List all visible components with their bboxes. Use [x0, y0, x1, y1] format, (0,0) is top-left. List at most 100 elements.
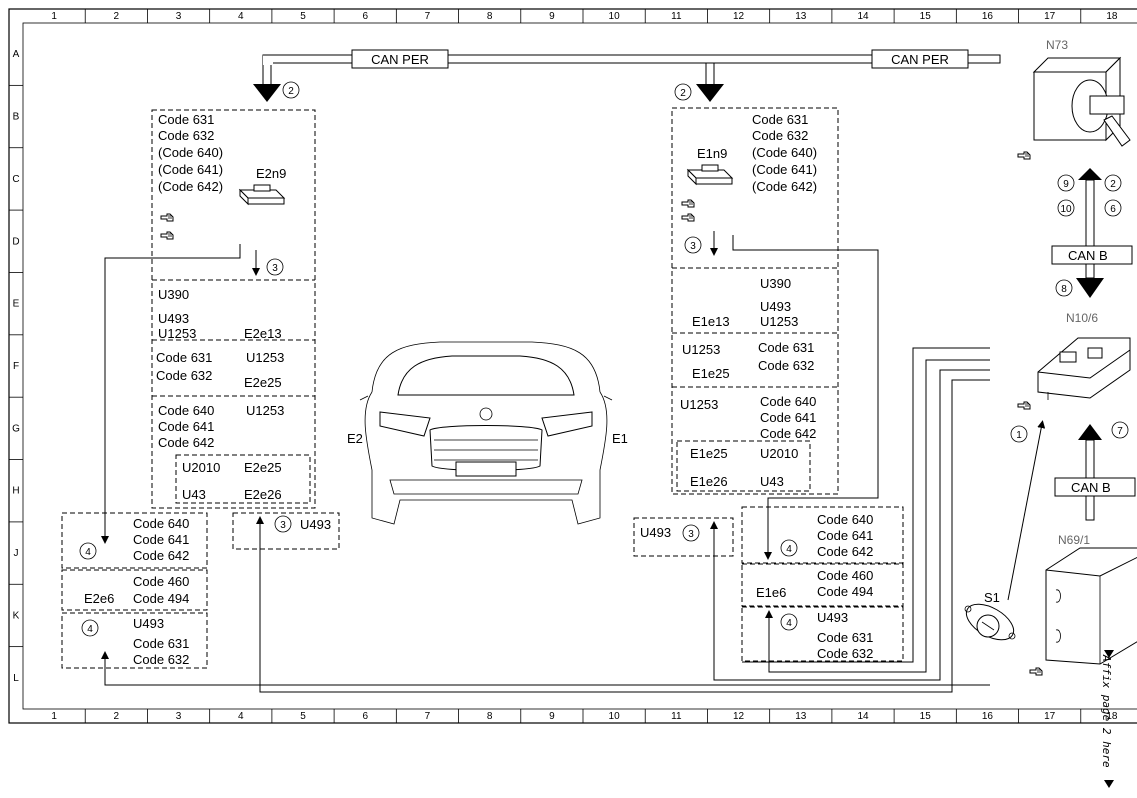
variant-u1253: U1253 — [682, 342, 720, 357]
code-631: Code 631 — [158, 112, 214, 127]
grid-row-label: A — [13, 49, 20, 60]
grid-col-label-top: 15 — [920, 11, 932, 22]
callout-3: 3 — [280, 520, 286, 531]
grid-row-label: C — [12, 174, 19, 185]
grid-col-label-bottom: 5 — [300, 711, 306, 722]
pointing-hand-icon — [1017, 401, 1031, 410]
control-unit-icon — [686, 164, 734, 186]
grid-row-label: L — [13, 673, 19, 684]
can-b-bus-lower: CAN B — [1054, 424, 1136, 521]
grid-row-label: D — [12, 236, 19, 247]
car-front-icon — [359, 341, 613, 525]
arrow-down-icon — [1104, 650, 1114, 658]
can-per-label-right: CAN PER — [891, 52, 949, 67]
grid-col-label-top: 4 — [238, 11, 244, 22]
left-headlamp-group: Code 631 Code 632 (Code 640) (Code 641) … — [151, 109, 316, 509]
code-641: Code 641 — [133, 532, 189, 547]
e1e26-label: E1e26 — [690, 474, 728, 489]
variant-u390: U390 — [760, 276, 791, 291]
n69-1-label: N69/1 — [1058, 533, 1090, 547]
n73-label: N73 — [1046, 38, 1068, 52]
n73-ignition-switch: N73 — [1017, 38, 1131, 160]
pointing-hand-icon — [160, 231, 174, 240]
e1-label: E1 — [612, 431, 628, 446]
code-640: Code 640 — [817, 512, 873, 527]
left-lower-codes: Code 640 Code 641 Code 642 Code 460 E2e6… — [61, 512, 340, 669]
code-631: Code 631 — [156, 350, 212, 365]
right-lower-codes: Code 640 Code 641 Code 642 Code 460 E1e6… — [633, 506, 904, 662]
grid-col-label-bottom: 7 — [425, 711, 431, 722]
variant-u43: U43 — [182, 487, 206, 502]
variant-u1253: U1253 — [246, 350, 284, 365]
callout-9: 9 — [1063, 179, 1069, 190]
grid-col-label-top: 11 — [671, 11, 682, 22]
callout-4: 4 — [85, 547, 91, 558]
callouts: 2 2 3 3 3 3 4 4 4 4 9 10 2 6 8 1 7 — [79, 81, 1129, 637]
variant-u1253: U1253 — [246, 403, 284, 418]
code-632: Code 632 — [158, 128, 214, 143]
callout-1: 1 — [1016, 430, 1022, 441]
grid-col-label-bottom: 12 — [733, 711, 745, 722]
callout-4: 4 — [786, 618, 792, 629]
callout-10: 10 — [1060, 204, 1072, 215]
e1e13-label: E1e13 — [692, 314, 730, 329]
callout-6: 6 — [1110, 204, 1116, 215]
callout-3: 3 — [690, 241, 696, 252]
code-460: Code 460 — [133, 574, 189, 589]
callout-3: 3 — [688, 529, 694, 540]
grid-col-label-bottom: 17 — [1044, 711, 1056, 722]
e1n9-label: E1n9 — [697, 146, 727, 161]
code-632: Code 632 — [133, 652, 189, 667]
grid-row-label: H — [12, 486, 19, 497]
code-631: Code 631 — [752, 112, 808, 127]
callout-7: 7 — [1117, 426, 1123, 437]
grid-col-label-bottom: 10 — [609, 711, 621, 722]
e2e26-label: E2e26 — [244, 487, 282, 502]
e2-label: E2 — [347, 431, 363, 446]
e2e6-label: E2e6 — [84, 591, 114, 606]
code-494: Code 494 — [133, 591, 189, 606]
grid-col-label-bottom: 8 — [487, 711, 493, 722]
code-641: (Code 641) — [158, 162, 223, 177]
grid-row-label: E — [13, 299, 20, 310]
n69-1-module: N69/1 — [1029, 533, 1137, 676]
grid-col-label-top: 14 — [857, 11, 869, 22]
pointing-hand-icon — [160, 213, 174, 222]
grid-col-label-top: 1 — [51, 11, 57, 22]
grid-row-label: F — [13, 361, 19, 372]
callout-2: 2 — [680, 88, 686, 99]
e2e25-label: E2e25 — [244, 460, 282, 475]
n10-6-sam-module: N10/6 — [1017, 311, 1131, 410]
code-632: Code 632 — [752, 128, 808, 143]
callout-2: 2 — [288, 86, 294, 97]
variant-u1253: U1253 — [760, 314, 798, 329]
grid-row-label: G — [12, 423, 20, 434]
grid-col-label-top: 16 — [982, 11, 994, 22]
code-640: Code 640 — [133, 516, 189, 531]
grid-col-label-bottom: 2 — [114, 711, 120, 722]
code-632: Code 632 — [758, 358, 814, 373]
grid-col-label-top: 2 — [114, 11, 120, 22]
n10-6-label: N10/6 — [1066, 311, 1098, 325]
can-per-bus: CAN PER CAN PER — [253, 49, 1001, 102]
affix-note: Affix page 2 here — [1100, 654, 1113, 768]
s1-label: S1 — [984, 590, 1000, 605]
grid-col-label-top: 18 — [1106, 11, 1118, 22]
arrow-up-icon — [1078, 168, 1102, 180]
code-642: Code 642 — [133, 548, 189, 563]
variant-u43: U43 — [760, 474, 784, 489]
code-642: Code 642 — [158, 435, 214, 450]
variant-u493: U493 — [158, 311, 189, 326]
e1e25-label: E1e25 — [690, 446, 728, 461]
grid-col-label-top: 10 — [609, 11, 621, 22]
code-642: (Code 642) — [158, 179, 223, 194]
pointing-hand-icon — [681, 199, 695, 208]
grid-col-label-top: 13 — [795, 11, 807, 22]
code-642: (Code 642) — [752, 179, 817, 194]
callout-4: 4 — [786, 544, 792, 555]
